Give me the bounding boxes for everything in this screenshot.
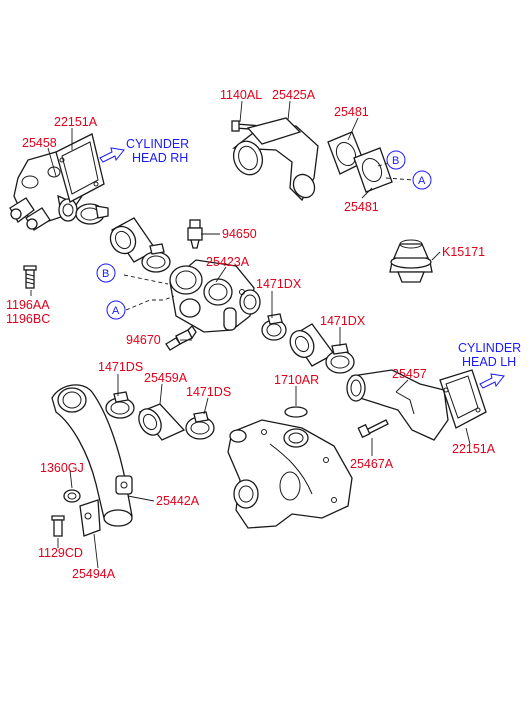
label-25425a: 25425A: [272, 88, 316, 102]
gasket-22151a-lh: [439, 369, 487, 429]
label-1471ds-a: 1471DS: [98, 360, 143, 374]
ref-a-circle-left: [106, 300, 126, 320]
hose-25459a: [138, 403, 186, 441]
reference-dashed-lines: [123, 159, 415, 311]
ref-a-top: A: [418, 175, 426, 187]
water-pump-housing: [227, 419, 353, 529]
sensor-94670: [165, 324, 197, 351]
label-cylinder-head-lh-2: HEAD LH: [462, 355, 516, 369]
label-1196aa: 1196AA: [6, 298, 50, 312]
label-94650: 94650: [222, 227, 257, 241]
label-cylinder-head-rh-1: CYLINDER: [126, 137, 189, 151]
ref-b-left: B: [102, 268, 109, 280]
ref-a-circle-top: [412, 170, 432, 190]
label-94670: 94670: [126, 333, 161, 347]
outlet-elbow-25425a: [232, 117, 319, 202]
label-1471ds-b: 1471DS: [186, 385, 231, 399]
label-1129cd: 1129CD: [38, 546, 83, 560]
label-25423a: 25423A: [206, 255, 250, 269]
ref-b-circle-top: [386, 150, 406, 170]
bolt-1129cd: [51, 515, 65, 537]
water-pipe-25423a: [169, 259, 261, 333]
hose-clamp-1471ds-b: [185, 411, 215, 440]
label-k15171: K15171: [442, 245, 485, 259]
label-cylinder-head-rh-2: HEAD RH: [132, 151, 188, 165]
label-1471dx-a: 1471DX: [256, 277, 302, 291]
label-25459a: 25459A: [144, 371, 188, 385]
label-1471dx-b: 1471DX: [320, 314, 366, 328]
ref-b-top: B: [392, 155, 399, 167]
label-25457: 25457: [392, 367, 427, 381]
bolt-1196aa: [23, 265, 37, 289]
label-1360gj: 1360GJ: [40, 461, 84, 475]
water-outlet-lh-25457: [346, 369, 449, 441]
label-25467a: 25467A: [350, 457, 394, 471]
label-25494a: 25494A: [72, 567, 116, 581]
leader-lines: [30, 100, 471, 569]
label-25458: 25458: [22, 136, 57, 150]
label-25481-top: 25481: [334, 105, 369, 119]
ref-b-circle-left: [96, 263, 116, 283]
gasket-25481-lower: [353, 147, 393, 193]
hose-clamp-1471dx-a: [261, 313, 287, 341]
water-pipe-25442a: [51, 384, 133, 527]
thermostat-k15171: [389, 239, 433, 283]
bracket-25494a: [79, 499, 101, 537]
bolt-25467a: [357, 419, 389, 439]
arrow-to-cylinder-head-lh: [479, 373, 505, 389]
label-cylinder-head-lh-1: CYLINDER: [458, 341, 521, 355]
label-1710ar: 1710AR: [274, 373, 319, 387]
hose-clamp-1471ds-a: [105, 391, 135, 419]
label-25442a: 25442A: [156, 494, 200, 508]
label-1196bc: 1196BC: [6, 312, 50, 326]
hose-clamp-rh-inlet: [141, 243, 171, 273]
o-ring-1710ar: [284, 406, 308, 418]
hose-clamp-1471dx-b: [325, 343, 355, 374]
sensor-94650: [187, 219, 203, 249]
label-22151a-bottom: 22151A: [452, 442, 496, 456]
hose-clamp-rh-outlet: [75, 203, 109, 225]
arrow-to-cylinder-head-rh: [99, 147, 125, 163]
label-22151a-top: 22151A: [54, 115, 98, 129]
gasket-1360gj: [63, 489, 81, 503]
hose-rh: [109, 217, 157, 263]
label-25481-bottom: 25481: [344, 200, 379, 214]
ref-a-left: A: [112, 305, 120, 317]
gasket-22151a-rh: [55, 133, 105, 203]
label-1140al: 1140AL: [220, 88, 262, 102]
